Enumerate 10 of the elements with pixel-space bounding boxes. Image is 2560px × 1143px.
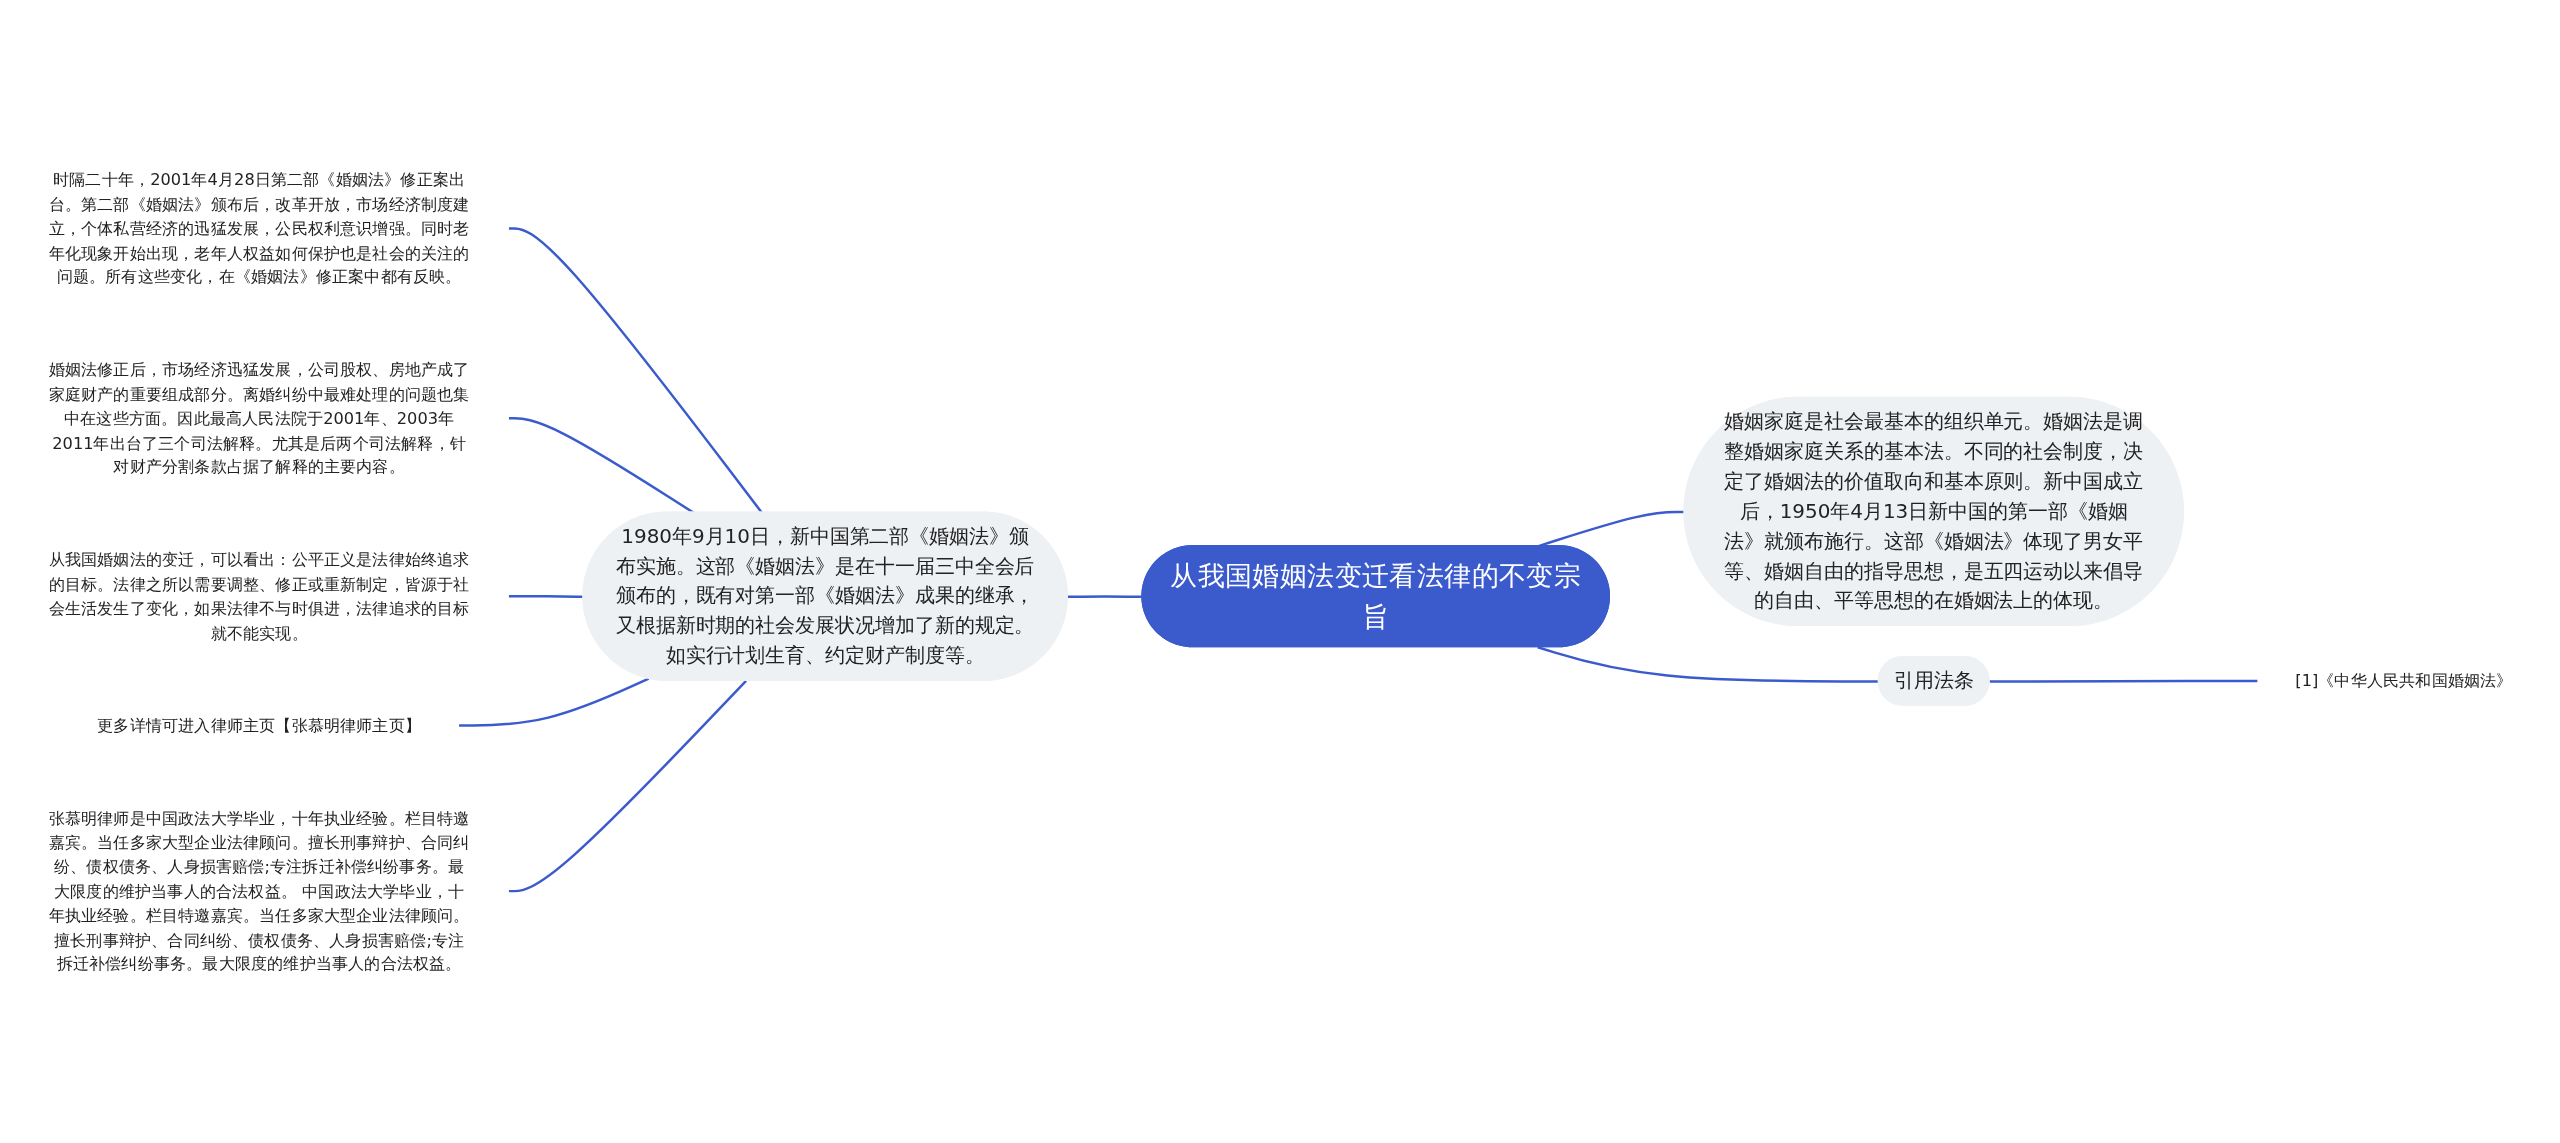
connector: [508, 594, 584, 598]
node-text: 从我国婚姻法的变迁，可以看出：公平正义是法律始终追求的目标。法律之所以需要调整、修正或重新制定，皆源于社会生活发生了变化，如果法律不与时俱进，法律追求的目标就不能实现。: [48, 549, 470, 642]
node-text: 婚姻法修正后，市场经济迅猛发展，公司股权、房地产成了家庭财产的重要组成部分。离婚纠纷中最难处理的问题也集中在这些方面。因此最高人民法院于2001年、2003年2011年出台了三个司法解释。尤其是后两个司法解释，针对财产分割条款占据了解释的主要内容。: [48, 359, 470, 476]
connector: [458, 677, 650, 727]
connector: [508, 679, 747, 892]
connector: [1989, 679, 2258, 683]
node-text: 时隔二十年，2001年4月28日第二部《婚姻法》修正案出台。第二部《婚姻法》颁布后，改革开放，市场经济制度建立，个体私营经济的迅猛发展，公民权利意识增强。同时老年化现象开始出现，老年人权益如何保护也是社会的关注的问题。所有这些变化，在《婚姻法》修正案中都有反映。: [48, 169, 470, 286]
node-text: 张慕明律师是中国政法大学毕业，十年执业经验。栏目特邀嘉宾。当任多家大型企业法律顾问。擅长刑事辩护、合同纠纷、债权债务、人身损害赔偿;专注拆迁补偿纠纷事务。最大限度的维护当事人的合法权益。 中国政法大学毕业，十年执业经验。栏目特邀嘉宾。当任多家大型企业法律顾问。擅长刑事辩护、合同纠纷、债权债务、人身损害赔偿;专注拆迁补偿纠纷事务。最大限度的维护当事人的合法权益。: [48, 808, 470, 973]
node-text: [1]《中华人民共和国婚姻法》: [2295, 670, 2513, 690]
node-text: 更多详情可进入律师主页【张慕明律师主页】: [97, 715, 422, 735]
